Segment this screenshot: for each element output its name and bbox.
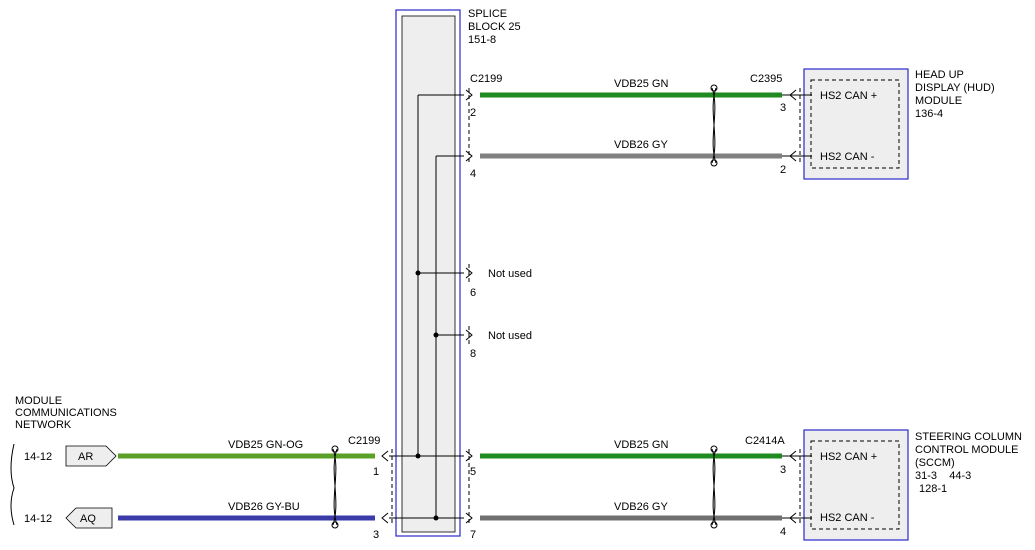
not-used-label: Not used <box>488 268 532 280</box>
wire-label: VDB26 GY <box>614 501 668 513</box>
hud-pin-can-minus: HS2 CAN - <box>820 151 875 163</box>
pin-number: 4 <box>470 168 476 180</box>
pin-number: 3 <box>373 529 379 541</box>
splice-block-label-2: BLOCK 25 <box>468 21 521 33</box>
hud-module-label-2: DISPLAY (HUD) <box>915 82 995 94</box>
pin-arrow <box>381 512 389 524</box>
mcn-ref-2: 14-12 <box>24 513 52 525</box>
pin-arrow <box>789 512 797 524</box>
not-used-label: Not used <box>488 330 532 342</box>
twisted-pair-icon <box>711 87 717 164</box>
tag-aq-label: AQ <box>80 513 96 525</box>
pin-arrow <box>465 89 473 101</box>
twist-loop <box>331 445 339 453</box>
splice-block-label-3: 151-8 <box>468 34 496 46</box>
sccm-module-label-5: 128-1 <box>919 483 947 495</box>
pin-arrow <box>789 150 797 162</box>
hud-module-label-4: 136-4 <box>915 108 943 120</box>
twist-loop <box>710 521 718 529</box>
pin-number: 7 <box>470 529 476 541</box>
tag-ar-flag <box>65 445 117 467</box>
mcn-label-1: MODULE <box>15 395 62 407</box>
splice-node <box>415 453 421 459</box>
sccm-module-label-1: STEERING COLUMN <box>915 431 1022 443</box>
sccm-module-label-3: (SCCM) <box>915 457 955 469</box>
hud-module-label-1: HEAD UP <box>915 69 964 81</box>
pin-arrow <box>465 450 473 462</box>
mcn-label-3: NETWORK <box>15 419 72 431</box>
mcn-label-2: COMMUNICATIONS <box>15 407 117 419</box>
hud-module-label-3: MODULE <box>915 95 962 107</box>
sccm-pin-can-plus: HS2 CAN + <box>820 451 877 463</box>
wire-label: VDB25 GN-OG <box>228 439 303 451</box>
sccm-module-label-2: CONTROL MODULE <box>915 444 1019 456</box>
splice-block-label-1: SPLICE <box>468 8 507 20</box>
sccm-pin-can-minus: HS2 CAN - <box>820 512 875 524</box>
mcn-ref-1: 14-12 <box>24 451 52 463</box>
pin-arrow <box>381 450 389 462</box>
pin-number: 2 <box>780 164 786 176</box>
connector-c2199-label: C2199 <box>348 435 380 447</box>
pin-arrow <box>465 267 473 279</box>
hud-module-inner <box>810 79 900 169</box>
pin-arrow <box>465 329 473 341</box>
splice-node <box>415 270 421 276</box>
wire-label: VDB26 GY <box>614 139 668 151</box>
splice-node <box>433 332 439 338</box>
tag-ar-label: AR <box>78 451 93 463</box>
sccm-module-label-4: 31-3 44-3 <box>915 470 971 482</box>
pin-number: 2 <box>470 107 476 119</box>
twist-loop <box>331 521 339 529</box>
hud-pin-can-plus: HS2 CAN + <box>820 90 877 102</box>
sccm-module-inner <box>810 440 900 530</box>
twist-loop <box>710 159 718 167</box>
pin-number: 5 <box>470 466 476 478</box>
pin-number: 8 <box>470 348 476 360</box>
twisted-pair-icon <box>711 448 717 526</box>
connector-c2395-label: C2395 <box>750 73 782 85</box>
sccm-module-box <box>803 429 909 541</box>
pin-arrow <box>789 450 797 462</box>
wire-label: VDB25 GN <box>614 78 668 90</box>
twisted-pair-icon <box>332 448 338 526</box>
twist-loop <box>710 445 718 453</box>
twist-loop <box>710 84 718 92</box>
pin-number: 6 <box>470 287 476 299</box>
pin-number: 3 <box>780 102 786 114</box>
pin-number: 4 <box>780 526 786 538</box>
splice-block-body <box>401 15 456 533</box>
hud-module-box <box>803 68 909 180</box>
wire-label: VDB26 GY-BU <box>228 501 300 513</box>
pin-arrow <box>465 512 473 524</box>
pin-number: 3 <box>780 464 786 476</box>
pin-arrow <box>465 150 473 162</box>
connector-c2199-label: C2199 <box>470 73 502 85</box>
splice-node <box>433 515 439 521</box>
pin-arrow <box>789 89 797 101</box>
wire-label: VDB25 GN <box>614 439 668 451</box>
pin-number: 1 <box>373 466 379 478</box>
brace <box>10 443 15 526</box>
tag-aq-flag <box>65 507 113 529</box>
connector-c2414a-label: C2414A <box>745 435 785 447</box>
